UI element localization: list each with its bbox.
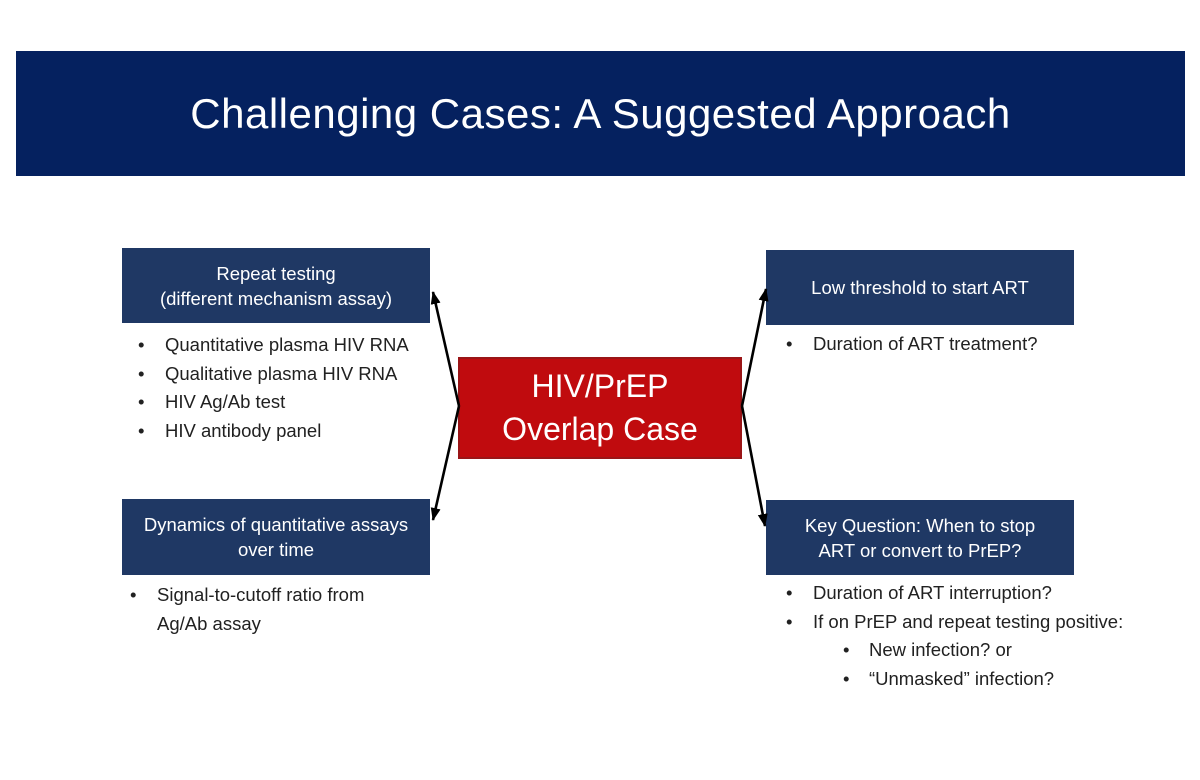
list-subitem: • New infection? or: [786, 636, 1138, 665]
list-dynamics-assays: • Signal-to-cutoff ratio from Ag/Ab assa…: [130, 581, 384, 638]
list-item-text: Qualitative plasma HIV RNA: [165, 362, 398, 384]
box-title-line: Key Question: When to stop: [804, 514, 1036, 536]
arrow-to-key-question: [740, 405, 768, 527]
list-item: • HIV Ag/Ab test: [138, 388, 443, 417]
box-low-threshold-art: Low threshold to start ART: [766, 250, 1074, 325]
box-dynamics-assays: Dynamics of quantitative assays over tim…: [122, 499, 430, 575]
bullet-marker: •: [138, 419, 145, 441]
box-title-line: over time: [237, 539, 315, 560]
arrow-to-low-threshold: [740, 288, 769, 407]
list-key-question: • Duration of ART interruption? • If on …: [786, 579, 1138, 693]
list-item: • If on PrEP and repeat testing positive…: [786, 608, 1138, 637]
title-banner: Challenging Cases: A Suggested Approach: [16, 51, 1185, 176]
list-item-text: If on PrEP and repeat testing positive:: [813, 610, 1124, 632]
bullet-marker: •: [786, 582, 793, 603]
list-repeat-testing: • Quantitative plasma HIV RNA • Qualitat…: [138, 331, 443, 445]
bullet-marker: •: [786, 610, 793, 632]
center-box-line: Overlap Case: [502, 411, 698, 447]
box-title-line: Repeat testing: [216, 262, 336, 284]
box-key-question-stop-art: Key Question: When to stop ART or conver…: [766, 500, 1074, 575]
list-item-text: New infection? or: [869, 639, 1012, 660]
box-title-line: Low threshold to start ART: [811, 277, 1029, 298]
bullet-marker: •: [138, 362, 145, 384]
list-item: • Qualitative plasma HIV RNA: [138, 360, 443, 389]
list-item: • Quantitative plasma HIV RNA: [138, 331, 443, 360]
bullet-marker: •: [843, 667, 850, 689]
list-item-text: Quantitative plasma HIV RNA: [165, 334, 409, 355]
list-item-text: HIV Ag/Ab test: [165, 391, 286, 412]
box-title-line: (different mechanism assay): [159, 287, 393, 309]
box-title-line: ART or convert to PrEP?: [818, 539, 1022, 561]
list-item: • Duration of ART interruption?: [786, 579, 1138, 608]
list-item: • HIV antibody panel: [138, 417, 443, 446]
box-title-line: Dynamics of quantitative assays: [143, 514, 409, 535]
bullet-marker: •: [786, 333, 793, 354]
bullet-marker: •: [843, 639, 850, 660]
slide-title: Challenging Cases: A Suggested Approach: [190, 89, 1011, 137]
bullet-marker: •: [138, 391, 145, 412]
list-item-text: HIV antibody panel: [165, 419, 322, 441]
bullet-marker: •: [138, 334, 145, 355]
box-repeat-testing: Repeat testing (different mechanism assa…: [122, 248, 430, 323]
list-item: • Signal-to-cutoff ratio from Ag/Ab assa…: [130, 581, 384, 638]
bullet-marker: •: [130, 584, 137, 605]
list-item-text: Duration of ART interruption?: [813, 582, 1052, 603]
center-box-line: HIV/PrEP: [531, 368, 669, 404]
list-item-text: “Unmasked” infection?: [869, 667, 1055, 689]
center-box-hiv-prep-overlap: HIV/PrEP Overlap Case: [458, 357, 742, 459]
list-item: • Duration of ART treatment?: [786, 330, 1106, 359]
list-item-text: Signal-to-cutoff ratio from Ag/Ab assay: [157, 584, 365, 634]
list-item-text: Duration of ART treatment?: [813, 333, 1038, 354]
list-subitem: • “Unmasked” infection?: [786, 665, 1138, 694]
list-low-threshold-art: • Duration of ART treatment?: [786, 330, 1106, 359]
